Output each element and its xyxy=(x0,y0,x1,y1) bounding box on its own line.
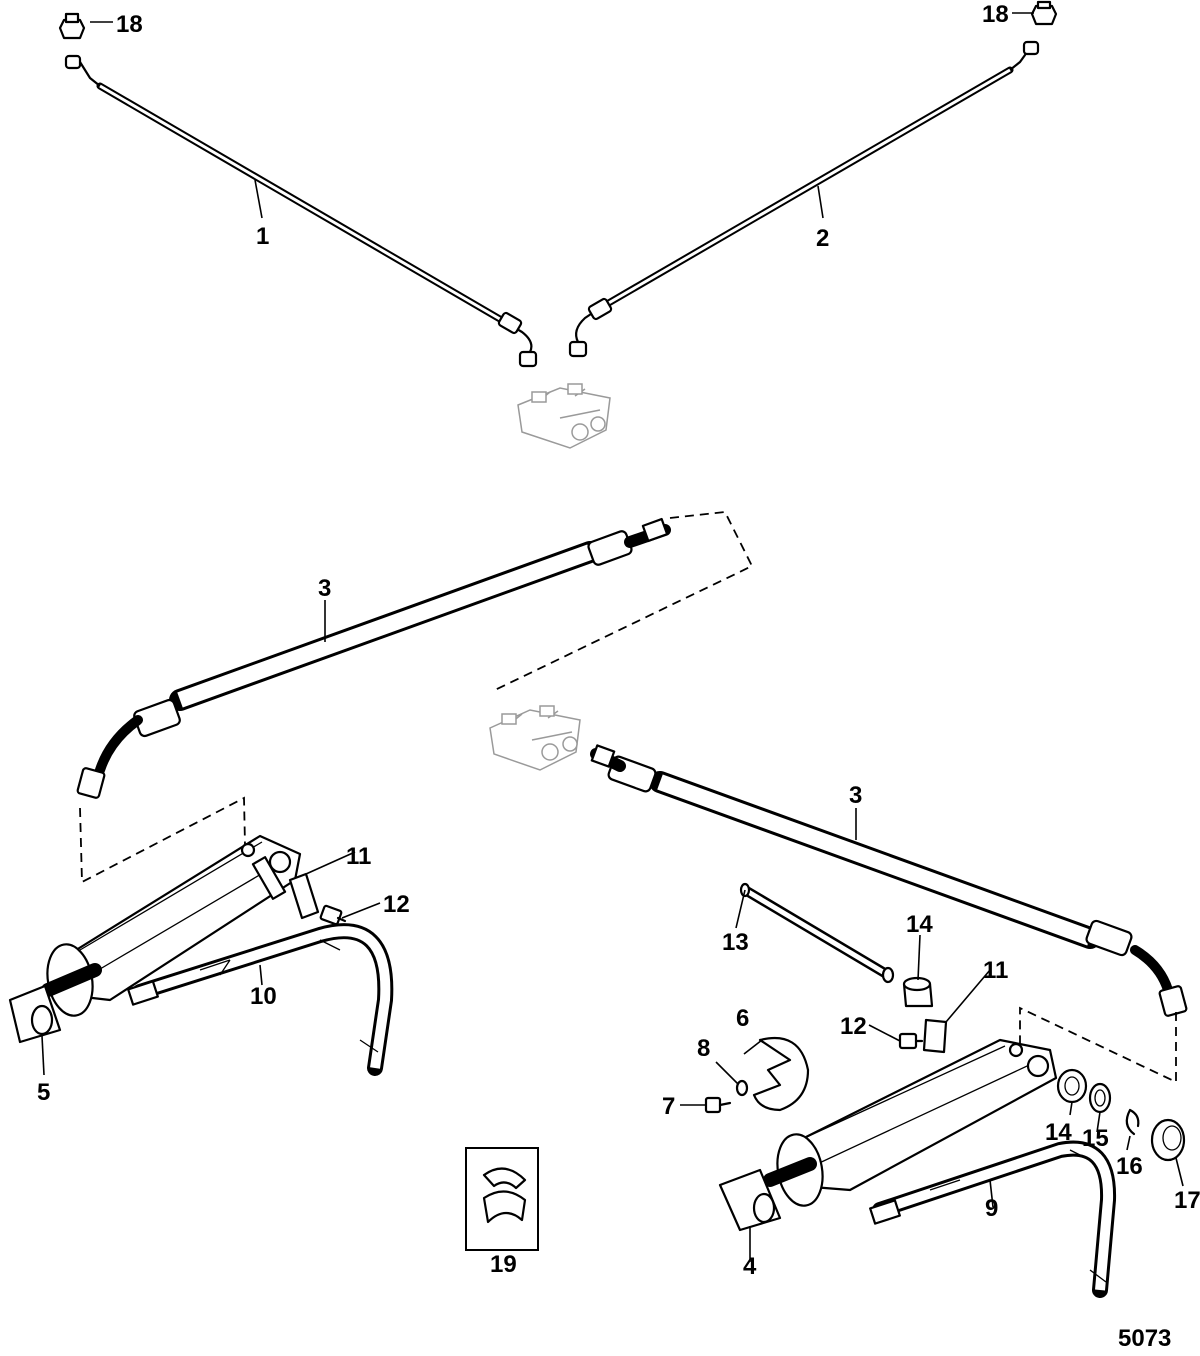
bushing-14-right xyxy=(1056,1068,1088,1104)
callout-11-right: 11 xyxy=(983,957,1008,984)
callout-12-left: 12 xyxy=(383,891,410,918)
figure-number: 5073 xyxy=(1118,1325,1171,1352)
callout-7: 7 xyxy=(662,1093,675,1120)
callout-6: 6 xyxy=(736,1005,749,1032)
callout-2: 2 xyxy=(816,225,829,252)
leader-dashed-hose-lower-to-cylinder xyxy=(1019,1006,1177,1084)
valve-block-reference-middle xyxy=(489,705,581,771)
steering-cylinder-right xyxy=(718,1038,1058,1232)
plug-fitting-18-right xyxy=(1030,0,1058,26)
steering-cylinder-left xyxy=(8,834,302,1044)
clamp-11-right xyxy=(922,1018,948,1054)
callout-14-right: 14 xyxy=(1045,1119,1072,1146)
callout-4: 4 xyxy=(743,1253,757,1280)
hydraulic-line-1 xyxy=(64,54,538,368)
bushing-19-box xyxy=(465,1147,539,1251)
callout-13: 13 xyxy=(722,929,749,956)
steel-tube-13 xyxy=(739,882,895,984)
hydraulic-hose-3-upper xyxy=(76,517,671,799)
bushing-14-top xyxy=(902,976,934,1008)
callout-9: 9 xyxy=(985,1195,998,1222)
callout-19: 19 xyxy=(490,1251,517,1278)
screw-12-left xyxy=(319,904,347,926)
leader-dashed-hose-upper-to-cylinder xyxy=(79,796,246,884)
screw-7 xyxy=(704,1096,732,1114)
washer-15 xyxy=(1088,1082,1112,1114)
retaining-ring-16 xyxy=(1125,1108,1140,1136)
callout-14-top: 14 xyxy=(906,911,933,938)
callout-16: 16 xyxy=(1116,1153,1143,1180)
hydraulic-line-2 xyxy=(568,40,1040,358)
leader-dashed-hose-upper-to-valve xyxy=(494,511,754,691)
callout-17: 17 xyxy=(1174,1187,1200,1214)
clamp-11-left xyxy=(288,872,320,920)
hose-10 xyxy=(127,923,394,1076)
callout-3-lower: 3 xyxy=(849,782,862,809)
cap-17 xyxy=(1150,1118,1186,1162)
callout-5: 5 xyxy=(37,1079,50,1106)
callout-11-left: 11 xyxy=(346,843,371,870)
leader-lines xyxy=(41,12,1184,1262)
callouts: 18 18 1 2 3 3 11 12 13 14 11 10 12 6 8 5… xyxy=(37,1,1200,1352)
cam-6 xyxy=(752,1036,810,1112)
callout-10: 10 xyxy=(250,983,277,1010)
hydraulic-hose-3-lower xyxy=(590,744,1188,1017)
plug-fitting-18-left xyxy=(58,12,86,40)
callout-18-right: 18 xyxy=(982,1,1009,28)
callout-3-upper: 3 xyxy=(318,575,331,602)
callout-18-left: 18 xyxy=(116,11,143,38)
callout-8: 8 xyxy=(697,1035,710,1062)
callout-12-right: 12 xyxy=(840,1013,867,1040)
callout-15: 15 xyxy=(1082,1125,1109,1152)
valve-block-reference-top xyxy=(517,383,611,449)
hose-9 xyxy=(869,1140,1117,1298)
washer-8 xyxy=(735,1079,749,1097)
screw-12-right xyxy=(898,1032,924,1050)
callout-1: 1 xyxy=(256,223,269,250)
